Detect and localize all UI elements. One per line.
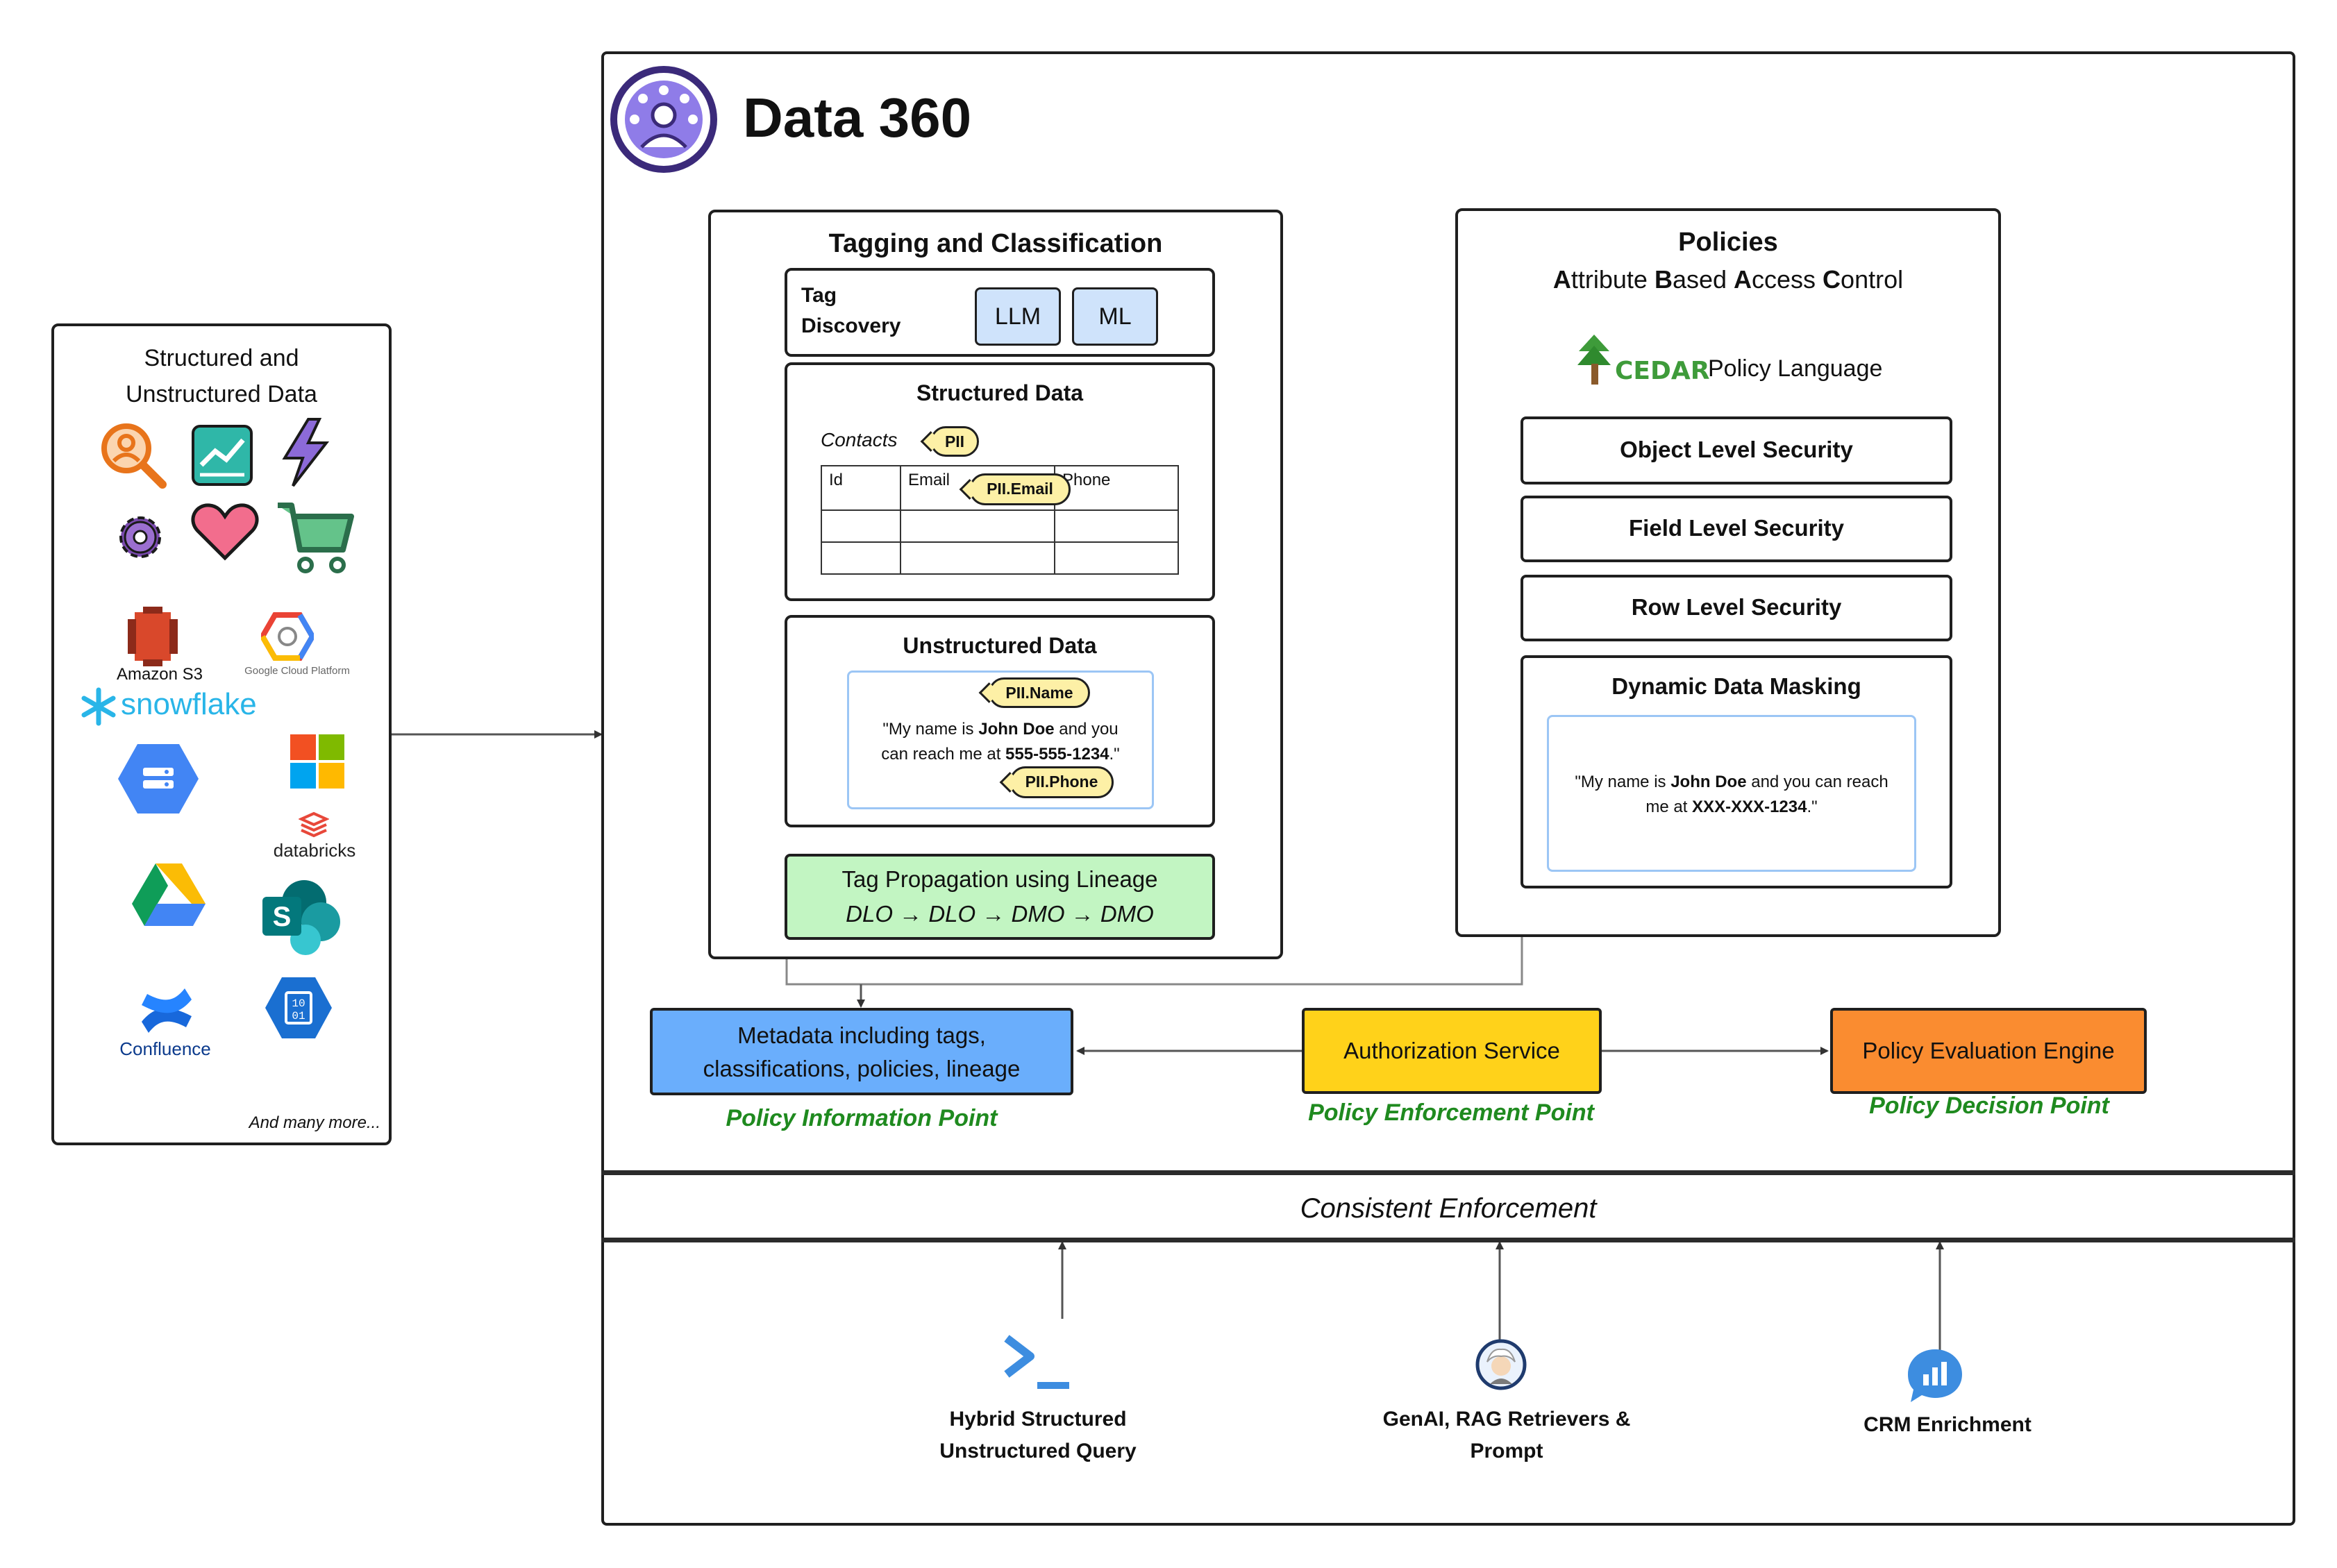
masking-title: Dynamic Data Masking — [1611, 673, 1861, 699]
snowflake-logo: snowflake — [79, 686, 260, 726]
sources-footer: And many more... — [249, 1113, 380, 1132]
row-level-security[interactable]: Row Level Security — [1521, 575, 1952, 641]
crm-chart-icon — [1908, 1349, 1962, 1402]
confluence-icon — [142, 988, 192, 1033]
sources-title: Structured and Unstructured Data — [126, 345, 317, 407]
svg-text:01: 01 — [292, 1010, 305, 1022]
google-drive-icon — [132, 863, 206, 926]
lightning-bolt-icon — [282, 418, 330, 487]
column-id: Id — [821, 465, 901, 511]
consistent-enforcement-band: Consistent Enforcement — [601, 1170, 2295, 1242]
authorization-service-box[interactable]: Authorization Service — [1302, 1008, 1602, 1094]
amazon-s3-icon — [128, 607, 178, 666]
cedar-logo-text: CEDAR — [1615, 357, 1710, 385]
shopping-cart-icon — [278, 503, 354, 573]
crm-enrichment-label: CRM Enrichment — [1863, 1413, 2032, 1436]
pep-label: Policy Enforcement Point — [1308, 1099, 1594, 1126]
abac-subtitle: Attribute Based Access Control — [1552, 265, 1904, 294]
feed-line — [785, 934, 1523, 986]
tagging-title: Tagging and Classification — [828, 229, 1163, 258]
snowflake-icon — [81, 687, 116, 726]
propagation-title: Tag Propagation using Lineage — [841, 866, 1158, 892]
tagging-panel: Tagging and Classification Tag Discovery… — [708, 210, 1283, 959]
pip-label: Policy Information Point — [726, 1105, 998, 1131]
field-level-security[interactable]: Field Level Security — [1521, 496, 1952, 562]
structured-data-box: Structured Data Contacts PII Id Email Ph… — [785, 362, 1215, 601]
azure-blob-icon: 10 01 — [265, 977, 332, 1038]
svg-text:S: S — [273, 902, 292, 932]
sample-text: "My name is John Doe and you can reach m… — [881, 720, 1120, 764]
pdp-label: Policy Decision Point — [1869, 1093, 2109, 1119]
tag-discovery-box: Tag Discovery LLM ML — [785, 268, 1215, 357]
tag-propagation-box: Tag Propagation using Lineage DLO → DLO … — [785, 854, 1215, 940]
policy-language-label: Policy Language — [1708, 355, 1883, 382]
page-title: Data 360 — [743, 87, 972, 149]
terminal-icon — [1004, 1335, 1069, 1389]
cedar-tree-icon — [1577, 335, 1611, 385]
unstructured-data-title: Unstructured Data — [903, 633, 1097, 658]
databricks-label: databricks — [273, 840, 356, 861]
amazon-s3-label: Amazon S3 — [116, 665, 203, 684]
unstructured-data-box: Unstructured Data "My name is John Doe a… — [785, 615, 1215, 827]
contacts-label: Contacts — [821, 429, 898, 450]
sharepoint-icon: S — [262, 880, 340, 955]
analytics-chart-icon — [192, 425, 253, 486]
svg-text:10: 10 — [292, 997, 305, 1010]
policies-panel: Policies Attribute Based Access Control … — [1455, 208, 2001, 937]
pii-phone-tag: PII.Phone — [1010, 766, 1114, 798]
llm-button[interactable]: LLM — [975, 287, 1061, 346]
column-phone: Phone — [1054, 465, 1179, 511]
consistent-enforcement-label: Consistent Enforcement — [1300, 1193, 1597, 1224]
gear-icon — [119, 516, 161, 558]
policies-title: Policies — [1678, 228, 1778, 257]
hybrid-query-label: Hybrid Structured Unstructured Query — [939, 1408, 1137, 1462]
masked-text-card: "My name is John Doe and you can reach m… — [1547, 715, 1916, 872]
tag-discovery-label: Tag Discovery — [801, 284, 901, 337]
data360-panel — [601, 51, 2295, 1526]
table-row — [821, 541, 1179, 575]
databricks-icon — [299, 811, 329, 838]
propagation-flow: DLO → DLO → DMO → DMO — [846, 901, 1154, 927]
heart-icon — [191, 503, 259, 561]
structured-data-title: Structured Data — [916, 380, 1084, 405]
metadata-pip-box[interactable]: Metadata including tags, classifications… — [650, 1008, 1073, 1095]
ml-button[interactable]: ML — [1072, 287, 1158, 346]
cloud-storage-icon — [118, 744, 199, 813]
policy-evaluation-engine-box[interactable]: Policy Evaluation Engine — [1830, 1008, 2147, 1094]
genai-label: GenAI, RAG Retrievers & Prompt — [1382, 1408, 1631, 1462]
google-cloud-icon — [261, 612, 314, 661]
microsoft-icon — [290, 734, 344, 789]
sources-panel: Structured and Unstructured Data Amazon … — [51, 323, 392, 1145]
object-level-security[interactable]: Object Level Security — [1521, 416, 1952, 484]
table-row — [821, 509, 1179, 543]
dynamic-masking-box: Dynamic Data Masking "My name is John Do… — [1521, 655, 1952, 888]
data360-logo-icon — [610, 66, 717, 173]
confluence-label: Confluence — [119, 1038, 211, 1059]
einstein-avatar-icon — [1475, 1339, 1527, 1390]
contacts-pii-tag: PII — [930, 426, 979, 457]
sample-text-card: "My name is John Doe and you can reach m… — [847, 671, 1154, 809]
pii-email-tag: PII.Email — [969, 473, 1071, 505]
masked-text: "My name is John Doe and you can reach m… — [1575, 773, 1888, 816]
pii-name-tag: PII.Name — [989, 677, 1090, 708]
google-cloud-label: Google Cloud Platform — [244, 665, 350, 677]
snowflake-label: snowflake — [121, 687, 257, 721]
search-person-icon — [101, 423, 167, 489]
